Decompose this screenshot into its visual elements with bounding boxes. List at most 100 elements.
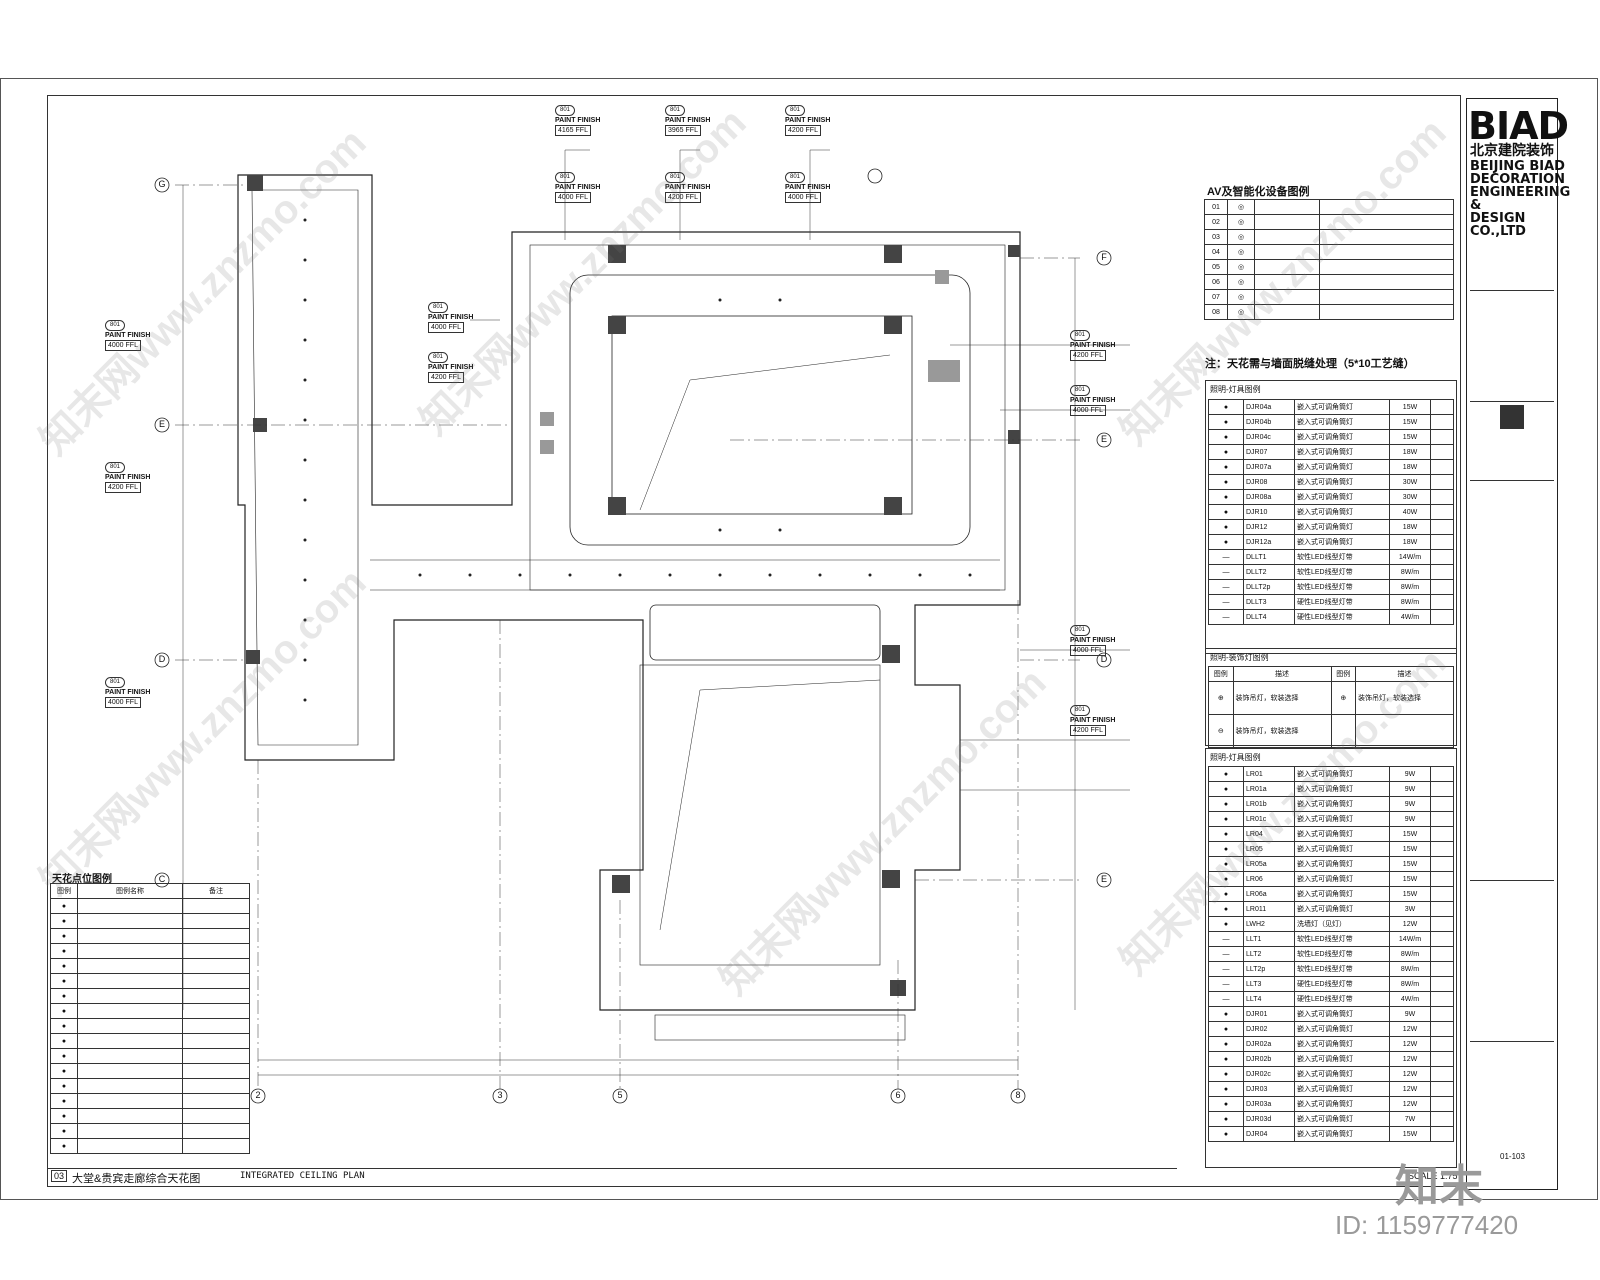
table-row: ● <box>50 1093 250 1109</box>
legend-name <box>77 943 183 959</box>
light-symbol-icon: ● <box>1208 489 1244 505</box>
company-name-cn: 北京建院装饰 <box>1470 142 1554 158</box>
legend-name <box>77 1003 183 1019</box>
grid-label-g: G <box>158 179 166 189</box>
light-symbol-icon: ● <box>1208 534 1244 550</box>
light-code: DJR04a <box>1243 399 1295 415</box>
light-code: DJR03 <box>1243 1081 1295 1097</box>
light-desc: 硬性LED线型灯带 <box>1294 991 1390 1007</box>
light-desc: 嵌入式可调角筒灯 <box>1294 871 1390 887</box>
table-row: ● <box>50 1018 250 1034</box>
legend-remark <box>182 898 250 914</box>
finish-level: 4000 FFL <box>785 192 821 203</box>
legend-remark <box>182 913 250 929</box>
legend-name <box>77 1033 183 1049</box>
watermark-id: ID: 1159777420 <box>1335 1210 1519 1240</box>
light-power: 14W/m <box>1389 549 1431 565</box>
grid-label-8: 8 <box>1015 1090 1021 1100</box>
light-symbol-icon: ● <box>1208 916 1244 932</box>
light-symbol-icon: — <box>1208 609 1244 625</box>
light-desc: 嵌入式可调角筒灯 <box>1294 504 1390 520</box>
light-power: 18W <box>1389 534 1431 550</box>
light-power: 15W <box>1389 841 1431 857</box>
light-desc: 嵌入式可调角筒灯 <box>1294 1051 1390 1067</box>
light-desc: 嵌入式可调角筒灯 <box>1294 414 1390 430</box>
av-row-no: 04 <box>1204 244 1228 260</box>
table-row: ● <box>50 928 250 944</box>
light-power: 15W <box>1389 826 1431 842</box>
light-desc: 软性LED线型灯带 <box>1294 961 1390 977</box>
legend-symbol-icon: ● <box>50 973 78 989</box>
finish-label: PAINT FINISH <box>105 474 151 481</box>
light-desc: 嵌入式可调角筒灯 <box>1294 429 1390 445</box>
drawing-frame <box>47 95 1461 1187</box>
light-symbol-icon: ● <box>1208 1111 1244 1127</box>
legend-name <box>77 988 183 1004</box>
legend-name <box>77 958 183 974</box>
light-code: DJR08a <box>1243 489 1295 505</box>
finish-label: PAINT FINISH <box>1070 342 1116 349</box>
lighting-legend-3-box <box>1205 748 1457 1168</box>
light-symbol-icon: ● <box>1208 429 1244 445</box>
title-block <box>1466 98 1558 1190</box>
legend-symbol-icon: ● <box>50 1108 78 1124</box>
light-desc: 嵌入式可调角筒灯 <box>1294 519 1390 535</box>
light-code: LLT4 <box>1243 991 1295 1007</box>
av-symbol-icon: ◎ <box>1227 199 1255 215</box>
light-symbol-icon: ● <box>1208 1066 1244 1082</box>
table-row: ● <box>50 1003 250 1019</box>
av-legend-table: 01◎02◎03◎04◎05◎06◎07◎08◎ <box>1204 199 1454 320</box>
grid-label-e-right: E <box>1100 434 1107 444</box>
av-symbol-icon: ◎ <box>1227 244 1255 260</box>
linear-lamp-icon: ⊖ <box>1208 714 1234 748</box>
finish-code: 801 <box>1070 705 1090 716</box>
light-symbol-icon: ● <box>1208 1051 1244 1067</box>
finish-code: 801 <box>665 105 685 116</box>
grid-label-e2-right: E <box>1100 874 1107 884</box>
light-code: DLLT3 <box>1243 594 1295 610</box>
light-desc: 软性LED线型灯带 <box>1294 931 1390 947</box>
light-power: 12W <box>1389 1096 1431 1112</box>
light-desc: 嵌入式可调角筒灯 <box>1294 1021 1390 1037</box>
finish-level: 4200 FFL <box>428 372 464 383</box>
legend-remark <box>182 1048 250 1064</box>
light-power: 15W <box>1389 856 1431 872</box>
company-notes <box>1470 290 1554 402</box>
drawing-scale: SCALE 1:75 <box>1408 1171 1458 1181</box>
company-name-en: BEIJING BIAD DECORATION ENGINEERING & DE… <box>1470 159 1571 239</box>
title-strip <box>47 1168 1177 1186</box>
legend-header: 图例 <box>1208 666 1234 682</box>
light-power: 12W <box>1389 1051 1431 1067</box>
light-code: DJR02c <box>1243 1066 1295 1082</box>
grid-label-d-left: D <box>158 654 166 664</box>
legend-symbol-icon: ● <box>50 1048 78 1064</box>
grid-label-3: 3 <box>497 1090 503 1100</box>
legend-symbol-icon: ● <box>50 1003 78 1019</box>
light-desc: 软性LED线型灯带 <box>1294 564 1390 580</box>
legend-symbol-icon: ● <box>50 1063 78 1079</box>
finish-code: 801 <box>428 352 448 363</box>
light-code: LR06a <box>1243 886 1295 902</box>
legend-symbol-icon: ● <box>50 913 78 929</box>
light-code: DJR03a <box>1243 1096 1295 1112</box>
legend-symbol-icon: ● <box>50 1138 78 1154</box>
legend-name <box>77 1048 183 1064</box>
ceiling-note: 注：天花需与墙面脱缝处理（5*10工艺缝） <box>1205 358 1415 370</box>
pendant-lamp-icon: ⊕ <box>1208 681 1234 715</box>
